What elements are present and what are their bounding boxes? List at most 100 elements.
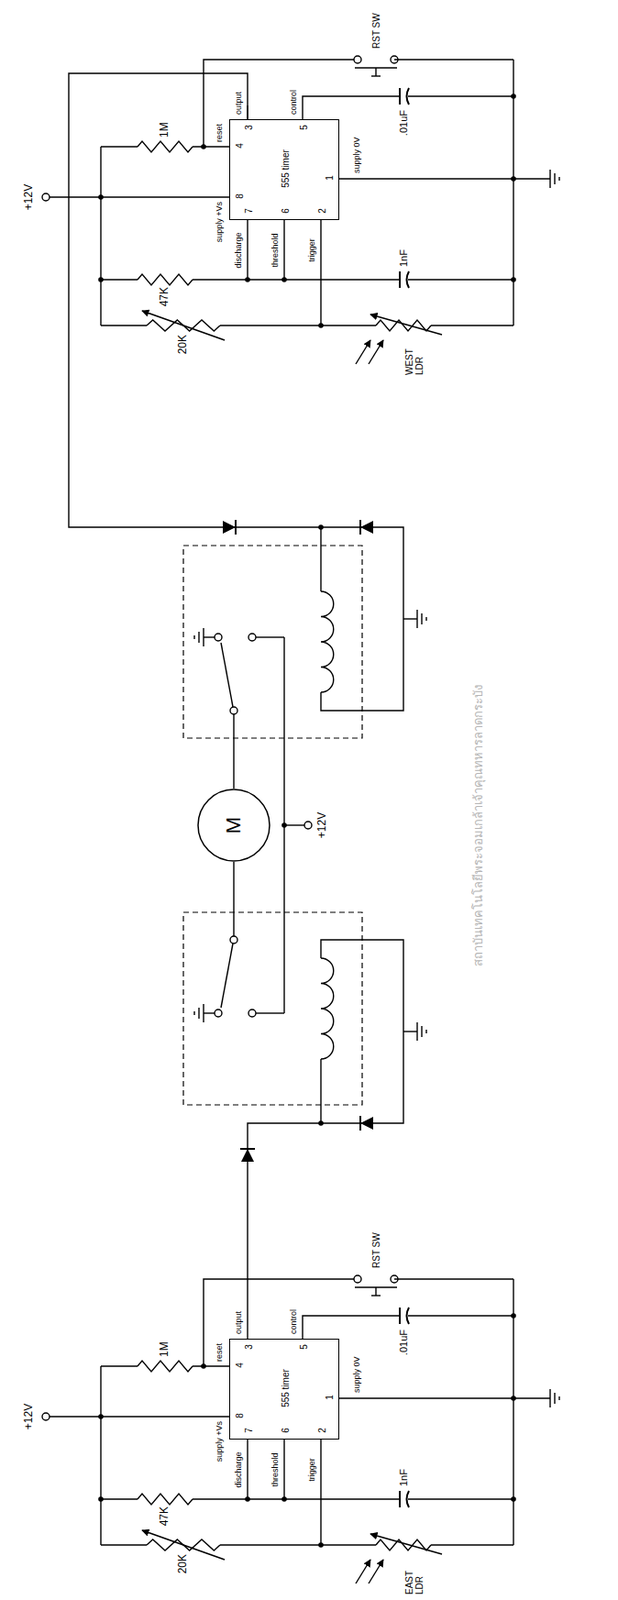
capacitor-symbol [398, 1307, 401, 1325]
wire [255, 636, 285, 638]
wire [100, 145, 138, 147]
resistor-symbol [137, 1360, 193, 1372]
junction-dot [244, 1496, 251, 1502]
ground-symbol [420, 1026, 422, 1038]
ic-label: 555 timer [280, 1368, 291, 1409]
junction-dot [200, 143, 207, 150]
ground-symbol [549, 169, 551, 188]
diode-symbol [360, 1115, 374, 1131]
pin-number: 7 [243, 1427, 254, 1434]
watermark: สถาบันเทคโนโลยีพระจอมเกล้าเจ้าคุณทหารลาด… [472, 684, 486, 967]
wire [192, 1365, 230, 1367]
wire [394, 1278, 514, 1280]
switch-symbol [371, 1294, 381, 1296]
switch-symbol [371, 75, 381, 77]
pin-name: output [234, 91, 244, 115]
switch-symbol [375, 1287, 376, 1296]
junction-dot [98, 1413, 104, 1420]
wire [302, 96, 400, 120]
wire [320, 1439, 321, 1545]
pin-name: supply 0V [353, 1356, 363, 1393]
pin-name: supply +Vs [215, 201, 225, 243]
terminal [353, 55, 362, 64]
relay-coil [320, 591, 334, 693]
resistor-value: 1M [158, 121, 171, 138]
wire [99, 146, 101, 326]
ground-symbol [416, 1022, 418, 1041]
terminal [42, 193, 50, 201]
arrow [368, 340, 384, 365]
switch-label: RST SW [371, 1232, 382, 1269]
junction-dot [318, 322, 324, 329]
wire [100, 1544, 147, 1545]
relay-coil [320, 958, 334, 1060]
wire [246, 1324, 248, 1339]
terminal [248, 633, 256, 641]
pin-number: 7 [243, 208, 254, 214]
diode-symbol [360, 519, 374, 535]
pin-name: reset [215, 123, 225, 143]
pin-number: 6 [280, 1427, 291, 1434]
pin-name: threshold [271, 232, 281, 267]
resistor-value: 47K [158, 286, 171, 307]
terminal [248, 1009, 256, 1017]
pin-name: trigger [308, 238, 318, 263]
wire [100, 1498, 138, 1500]
junction-dot [510, 1395, 517, 1402]
pin-number: 3 [243, 124, 254, 131]
wire [283, 220, 285, 280]
supply-label: +12V [22, 1403, 35, 1430]
wire [394, 58, 514, 60]
resistor-value: 20K [176, 334, 189, 354]
pin-name: trigger [308, 1457, 318, 1482]
pin-number: 1 [324, 1394, 335, 1401]
capacitor-symbol [398, 88, 401, 105]
pin-name: discharge [234, 1451, 244, 1488]
wire [403, 1030, 418, 1032]
wire [283, 1439, 285, 1500]
capacitor-value: .01uF [397, 1329, 409, 1356]
pin-name: discharge [234, 231, 244, 268]
relay [183, 519, 427, 789]
pin-number: 8 [234, 193, 245, 199]
terminal [353, 1275, 362, 1283]
wire [408, 278, 514, 280]
terminal [42, 1412, 50, 1421]
pin-number: 5 [298, 1344, 309, 1350]
wire [430, 324, 514, 326]
wire [203, 636, 216, 638]
ground-symbol [198, 631, 199, 643]
ground-symbol [198, 1007, 199, 1019]
arrow [355, 1559, 371, 1584]
ground-symbol [425, 617, 427, 621]
ground-symbol [549, 1389, 551, 1408]
supply-label: +12V [316, 812, 329, 839]
diode-symbol [222, 519, 236, 535]
wire [232, 861, 234, 938]
wire [49, 196, 230, 198]
pin-name: supply +Vs [215, 1421, 225, 1462]
motor-circle: M [197, 788, 271, 862]
relay-contact [220, 642, 233, 707]
ground-symbol [202, 628, 204, 647]
relay-outline [183, 912, 363, 1105]
switch-symbol [375, 67, 376, 77]
wire [339, 177, 551, 179]
sensor-label: EAST LDR [404, 1559, 425, 1595]
wire [203, 1012, 216, 1014]
junction-dot [281, 1496, 287, 1502]
resistor-value: 20K [176, 1554, 189, 1574]
junction-dot [98, 276, 104, 283]
junction-dot [281, 276, 287, 283]
pin-name: control [289, 1309, 299, 1335]
wire [192, 145, 230, 147]
pin-number: 8 [234, 1412, 245, 1419]
junction-dot [510, 276, 517, 283]
ground-symbol [193, 635, 195, 640]
pin-number: 1 [324, 175, 335, 181]
terminal [214, 1009, 222, 1017]
pin-number: 5 [298, 124, 309, 131]
junction-dot [318, 1542, 324, 1548]
ground-symbol [193, 1011, 195, 1016]
timer-circuit [42, 1275, 560, 1584]
